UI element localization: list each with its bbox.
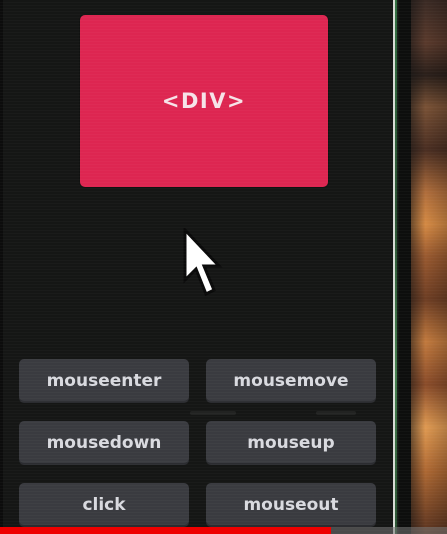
left-edge [0,0,3,534]
event-button-mouseout[interactable]: mouseout [206,483,376,527]
reflection-artifact [316,411,356,415]
event-button-mousedown[interactable]: mousedown [19,421,189,465]
mouse-pointer-icon [183,228,223,297]
reflection-artifact [190,411,236,415]
event-button-label: mousedown [46,433,162,453]
event-button-label: mouseout [243,495,339,515]
event-button-label: mouseup [247,433,335,453]
event-button-label: click [82,495,126,515]
event-button-mouseup[interactable]: mouseup [206,421,376,465]
panel-divider [393,0,395,534]
event-button-click[interactable]: click [19,483,189,527]
event-button-mouseenter[interactable]: mouseenter [19,359,189,403]
panel-divider-accent [395,0,397,534]
event-button-label: mouseenter [46,371,162,391]
event-button-mousemove[interactable]: mousemove [206,359,376,403]
event-button-label: mousemove [233,371,349,391]
video-progress-fill [0,527,331,534]
demo-div-label: <DIV> [161,89,247,113]
background-photo [411,0,447,534]
panel-divider-shadow [395,0,399,534]
demo-div-box[interactable]: <DIV> [80,15,328,187]
right-bar [399,0,411,534]
